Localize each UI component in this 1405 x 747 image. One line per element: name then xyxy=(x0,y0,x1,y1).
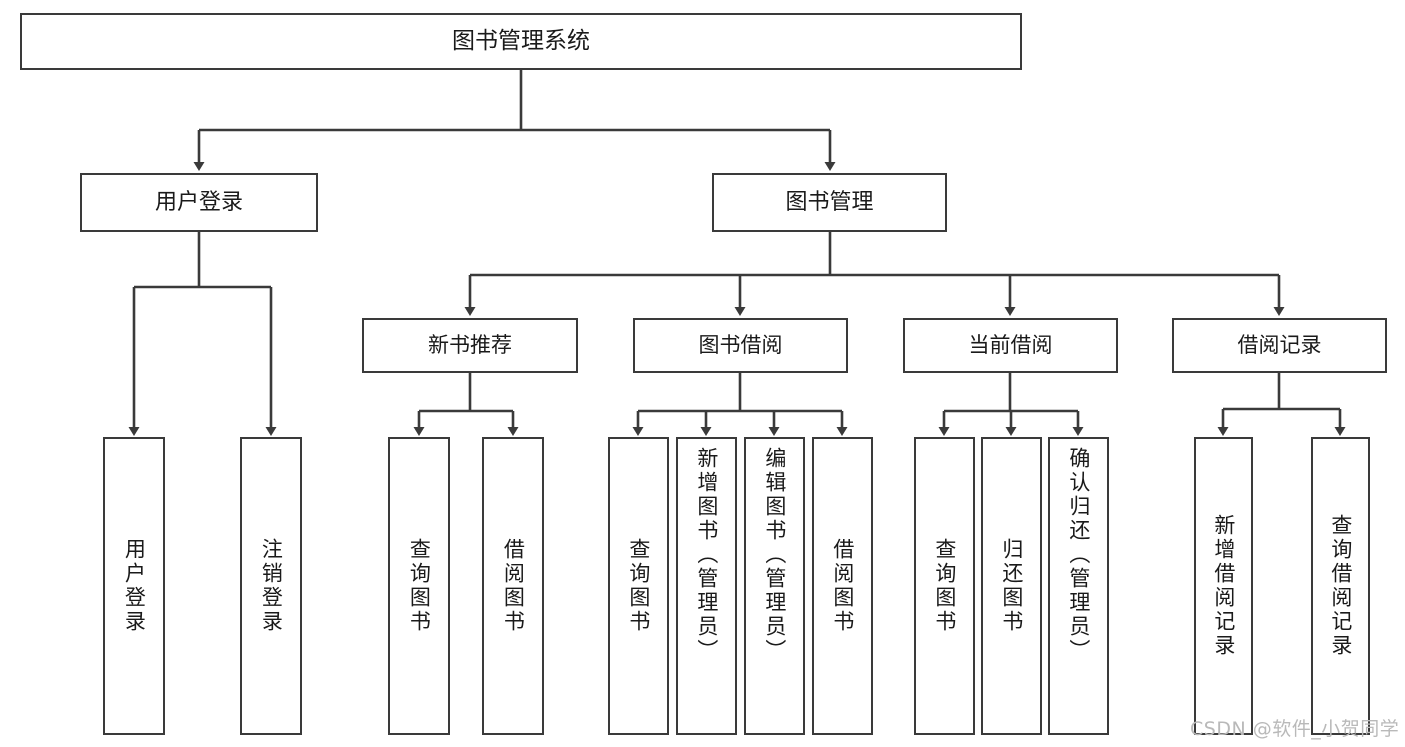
node-current-borrow[interactable]: 当前借阅 xyxy=(903,318,1118,373)
leaf-borrow-book[interactable]: 借阅图书 xyxy=(812,437,873,735)
leaf-query-borrow-record[interactable]: 查询借阅记录 xyxy=(1311,437,1370,735)
leaf-confirm-return-admin[interactable]: 确认归还（管理员） xyxy=(1048,437,1109,735)
leaf-borrow-book-recommend[interactable]: 借阅图书 xyxy=(482,437,544,735)
csdn-watermark: CSDN @软件_小贺同学 xyxy=(1190,718,1400,740)
node-borrow-record[interactable]: 借阅记录 xyxy=(1172,318,1387,373)
leaf-query-book-borrow[interactable]: 查询图书 xyxy=(608,437,669,735)
leaf-return-book[interactable]: 归还图书 xyxy=(981,437,1042,735)
leaf-logout-login[interactable]: 注销登录 xyxy=(240,437,302,735)
leaf-query-book-recommend[interactable]: 查询图书 xyxy=(388,437,450,735)
leaf-user-login[interactable]: 用户登录 xyxy=(103,437,165,735)
node-root[interactable]: 图书管理系统 xyxy=(20,13,1022,70)
leaf-query-book-current[interactable]: 查询图书 xyxy=(914,437,975,735)
node-book-management[interactable]: 图书管理 xyxy=(712,173,947,232)
node-user-login[interactable]: 用户登录 xyxy=(80,173,318,232)
leaf-add-book-admin[interactable]: 新增图书（管理员） xyxy=(676,437,737,735)
node-new-book-recommend[interactable]: 新书推荐 xyxy=(362,318,578,373)
leaf-edit-book-admin[interactable]: 编辑图书（管理员） xyxy=(744,437,805,735)
node-book-borrow[interactable]: 图书借阅 xyxy=(633,318,848,373)
leaf-add-borrow-record[interactable]: 新增借阅记录 xyxy=(1194,437,1253,735)
